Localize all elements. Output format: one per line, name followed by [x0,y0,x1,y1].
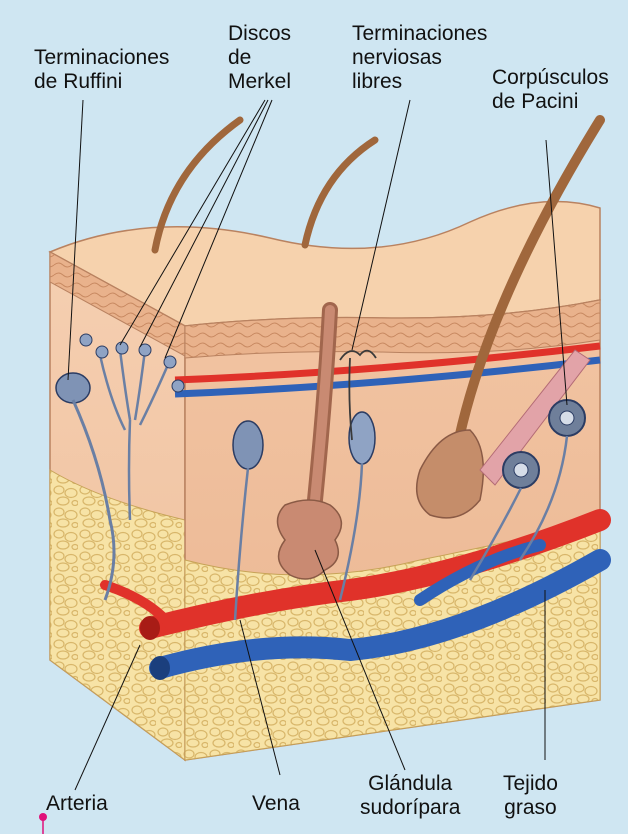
label-free-nerve-endings: Terminaciones nerviosas libres [352,22,487,94]
meissner-corpuscle [233,421,263,469]
corpuscle-leaf [349,412,375,464]
merkel-disc [116,342,128,354]
merkel-disc [164,356,176,368]
pacini-corpuscle-core [560,411,574,425]
label-artery: Arteria [46,792,108,816]
pacini-corpuscle-core [514,463,528,477]
merkel-disc [80,334,92,346]
label-fatty-tissue: Tejido graso [503,772,558,820]
label-merkel: Discos de Merkel [228,22,291,94]
vein-end [150,656,170,680]
label-ruffini: Terminaciones de Ruffini [34,46,169,94]
label-vein: Vena [252,792,300,816]
hair-2 [305,140,375,245]
merkel-disc [172,380,184,392]
label-sweat-gland: Glándula sudorípara [360,772,460,820]
merkel-disc [96,346,108,358]
ruffini-corpuscle [56,373,90,403]
label-pacini: Corpúsculos de Pacini [492,66,609,114]
artery-end [140,616,160,640]
